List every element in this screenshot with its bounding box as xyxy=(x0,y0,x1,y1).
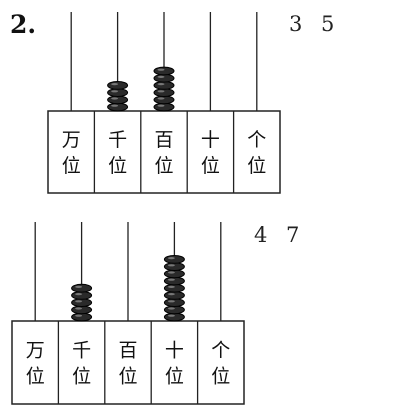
bead xyxy=(107,81,129,90)
bead-highlight xyxy=(111,90,119,93)
place-label-top: 十 xyxy=(201,129,220,151)
place-label-bottom: 位 xyxy=(62,155,81,177)
place-label-top: 百 xyxy=(154,129,173,151)
bead-highlight xyxy=(75,300,83,303)
bead-highlight xyxy=(167,278,175,281)
bead-highlight xyxy=(157,104,165,107)
bead xyxy=(107,102,129,112)
bead xyxy=(163,305,185,315)
abacus-frame xyxy=(11,320,245,405)
place-label-top: 千 xyxy=(108,129,127,151)
abacus-1-answer: 3 5 xyxy=(289,12,341,36)
place-label-bottom: 位 xyxy=(211,366,230,388)
place-label-bottom: 位 xyxy=(72,366,91,388)
bead xyxy=(71,283,93,293)
place-label-bottom: 位 xyxy=(154,155,173,177)
bead-highlight xyxy=(167,257,175,260)
bead-highlight xyxy=(75,293,83,296)
bead xyxy=(163,312,185,322)
bead xyxy=(153,95,175,105)
place-label-top: 千 xyxy=(72,340,91,362)
bead-highlight xyxy=(167,264,175,267)
bead xyxy=(163,269,185,279)
bead xyxy=(163,255,185,264)
bead-highlight xyxy=(111,104,119,107)
bead-highlight xyxy=(75,314,83,317)
bead-highlight xyxy=(111,97,119,100)
place-label-bottom: 位 xyxy=(108,155,127,177)
bead xyxy=(163,276,185,286)
bead-highlight xyxy=(111,83,119,86)
bead xyxy=(153,88,175,97)
bead-highlight xyxy=(75,285,83,288)
bead-highlight xyxy=(167,285,175,288)
bead xyxy=(71,291,93,300)
bead-highlight xyxy=(157,90,165,93)
bead-highlight xyxy=(157,68,165,71)
bead-highlight xyxy=(167,314,175,317)
bead xyxy=(163,283,185,293)
place-label-top: 万 xyxy=(26,340,45,362)
abacus-2-answer: 4 7 xyxy=(254,223,306,247)
place-label-bottom: 位 xyxy=(247,155,266,177)
place-label-top: 十 xyxy=(165,340,184,362)
bead xyxy=(71,298,93,308)
bead-highlight xyxy=(157,97,165,100)
place-label-bottom: 位 xyxy=(118,366,137,388)
bead-highlight xyxy=(167,300,175,303)
bead xyxy=(107,95,129,105)
bead-highlight xyxy=(157,75,165,78)
bead xyxy=(163,262,185,272)
bead xyxy=(71,305,93,315)
place-label-bottom: 位 xyxy=(165,366,184,388)
bead xyxy=(153,73,175,83)
place-label-top: 个 xyxy=(211,340,230,362)
place-label-top: 万 xyxy=(62,129,81,151)
bead xyxy=(153,81,175,90)
place-label-top: 百 xyxy=(118,340,137,362)
abacus-frame xyxy=(47,110,281,194)
bead xyxy=(153,102,175,112)
bead-highlight xyxy=(157,83,165,86)
bead xyxy=(107,88,129,97)
place-label-top: 个 xyxy=(247,129,266,151)
bead-highlight xyxy=(167,293,175,296)
bead xyxy=(163,291,185,300)
place-label-bottom: 位 xyxy=(26,366,45,388)
bead xyxy=(153,66,175,76)
bead xyxy=(71,312,93,322)
place-label-bottom: 位 xyxy=(201,155,220,177)
bead-highlight xyxy=(75,307,83,310)
bead-highlight xyxy=(167,307,175,310)
bead xyxy=(163,298,185,308)
question-number: 2. xyxy=(10,10,37,39)
bead-highlight xyxy=(167,271,175,274)
